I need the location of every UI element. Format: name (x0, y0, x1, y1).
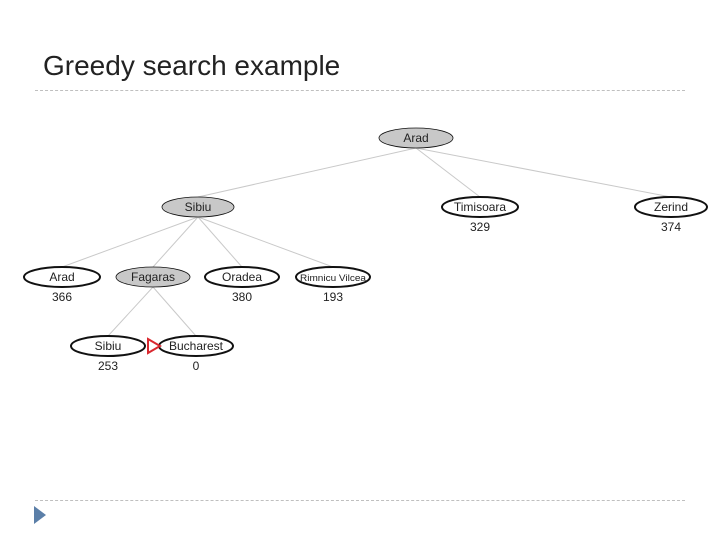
node-heuristic-value: 380 (232, 290, 252, 304)
node-sibiu-leaf: Sibiu 253 (70, 335, 146, 373)
node-label: Fagaras (131, 270, 175, 284)
node-arad-leaf: Arad 366 (23, 266, 101, 304)
edge-arad-root-sibiu (197, 147, 417, 198)
footer-divider (35, 500, 685, 501)
node-bucharest: Bucharest 0 (158, 335, 234, 373)
node-label: Zerind (654, 200, 688, 214)
node-heuristic-value: 253 (98, 359, 118, 373)
node-ellipse (441, 196, 519, 218)
tree-edges (61, 147, 672, 337)
edge-sibiu-fagaras (152, 216, 199, 268)
edge-fagaras-sibiu-leaf (107, 286, 154, 337)
node-ellipse (295, 266, 371, 288)
node-ellipse (378, 127, 454, 149)
edge-arad-root-timisoara (415, 147, 481, 198)
node-label: Arad (403, 131, 428, 145)
node-timisoara: Timisoara 329 (441, 196, 519, 234)
node-ellipse (70, 335, 146, 357)
node-ellipse (23, 266, 101, 288)
node-zerind: Zerind 374 (634, 196, 708, 234)
title-divider (35, 90, 685, 91)
node-ellipse (161, 196, 235, 218)
node-label: Oradea (222, 270, 262, 284)
edge-fagaras-bucharest (152, 286, 197, 337)
node-heuristic-value: 374 (661, 220, 681, 234)
edge-sibiu-oradea (197, 216, 243, 268)
goal-marker-icon (147, 337, 162, 355)
edge-sibiu-arad-leaf (61, 216, 199, 268)
slide-title: Greedy search example (43, 50, 341, 81)
nav-arrow-icon[interactable] (33, 505, 47, 525)
node-label: Bucharest (169, 339, 224, 353)
node-heuristic-value: 0 (193, 359, 200, 373)
goal-marker (147, 337, 162, 355)
node-fagaras: Fagaras (115, 266, 191, 288)
node-label: Timisoara (454, 200, 507, 214)
node-arad-root: Arad (378, 127, 454, 149)
node-ellipse (204, 266, 280, 288)
node-label: Arad (49, 270, 74, 284)
edge-sibiu-rimnicu (197, 216, 334, 268)
node-label: Rimnicu Vilcea (300, 273, 366, 283)
node-heuristic-value: 193 (323, 290, 343, 304)
node-heuristic-value: 366 (52, 290, 72, 304)
node-label: Sibiu (185, 200, 212, 214)
node-label: Sibiu (95, 339, 122, 353)
edge-arad-root-zerind (415, 147, 672, 198)
node-heuristic-value: 329 (470, 220, 490, 234)
node-ellipse (634, 196, 708, 218)
node-rimnicu: Rimnicu Vilcea 193 (295, 266, 371, 304)
node-ellipse (115, 266, 191, 288)
node-oradea: Oradea 380 (204, 266, 280, 304)
node-sibiu: Sibiu (161, 196, 235, 218)
